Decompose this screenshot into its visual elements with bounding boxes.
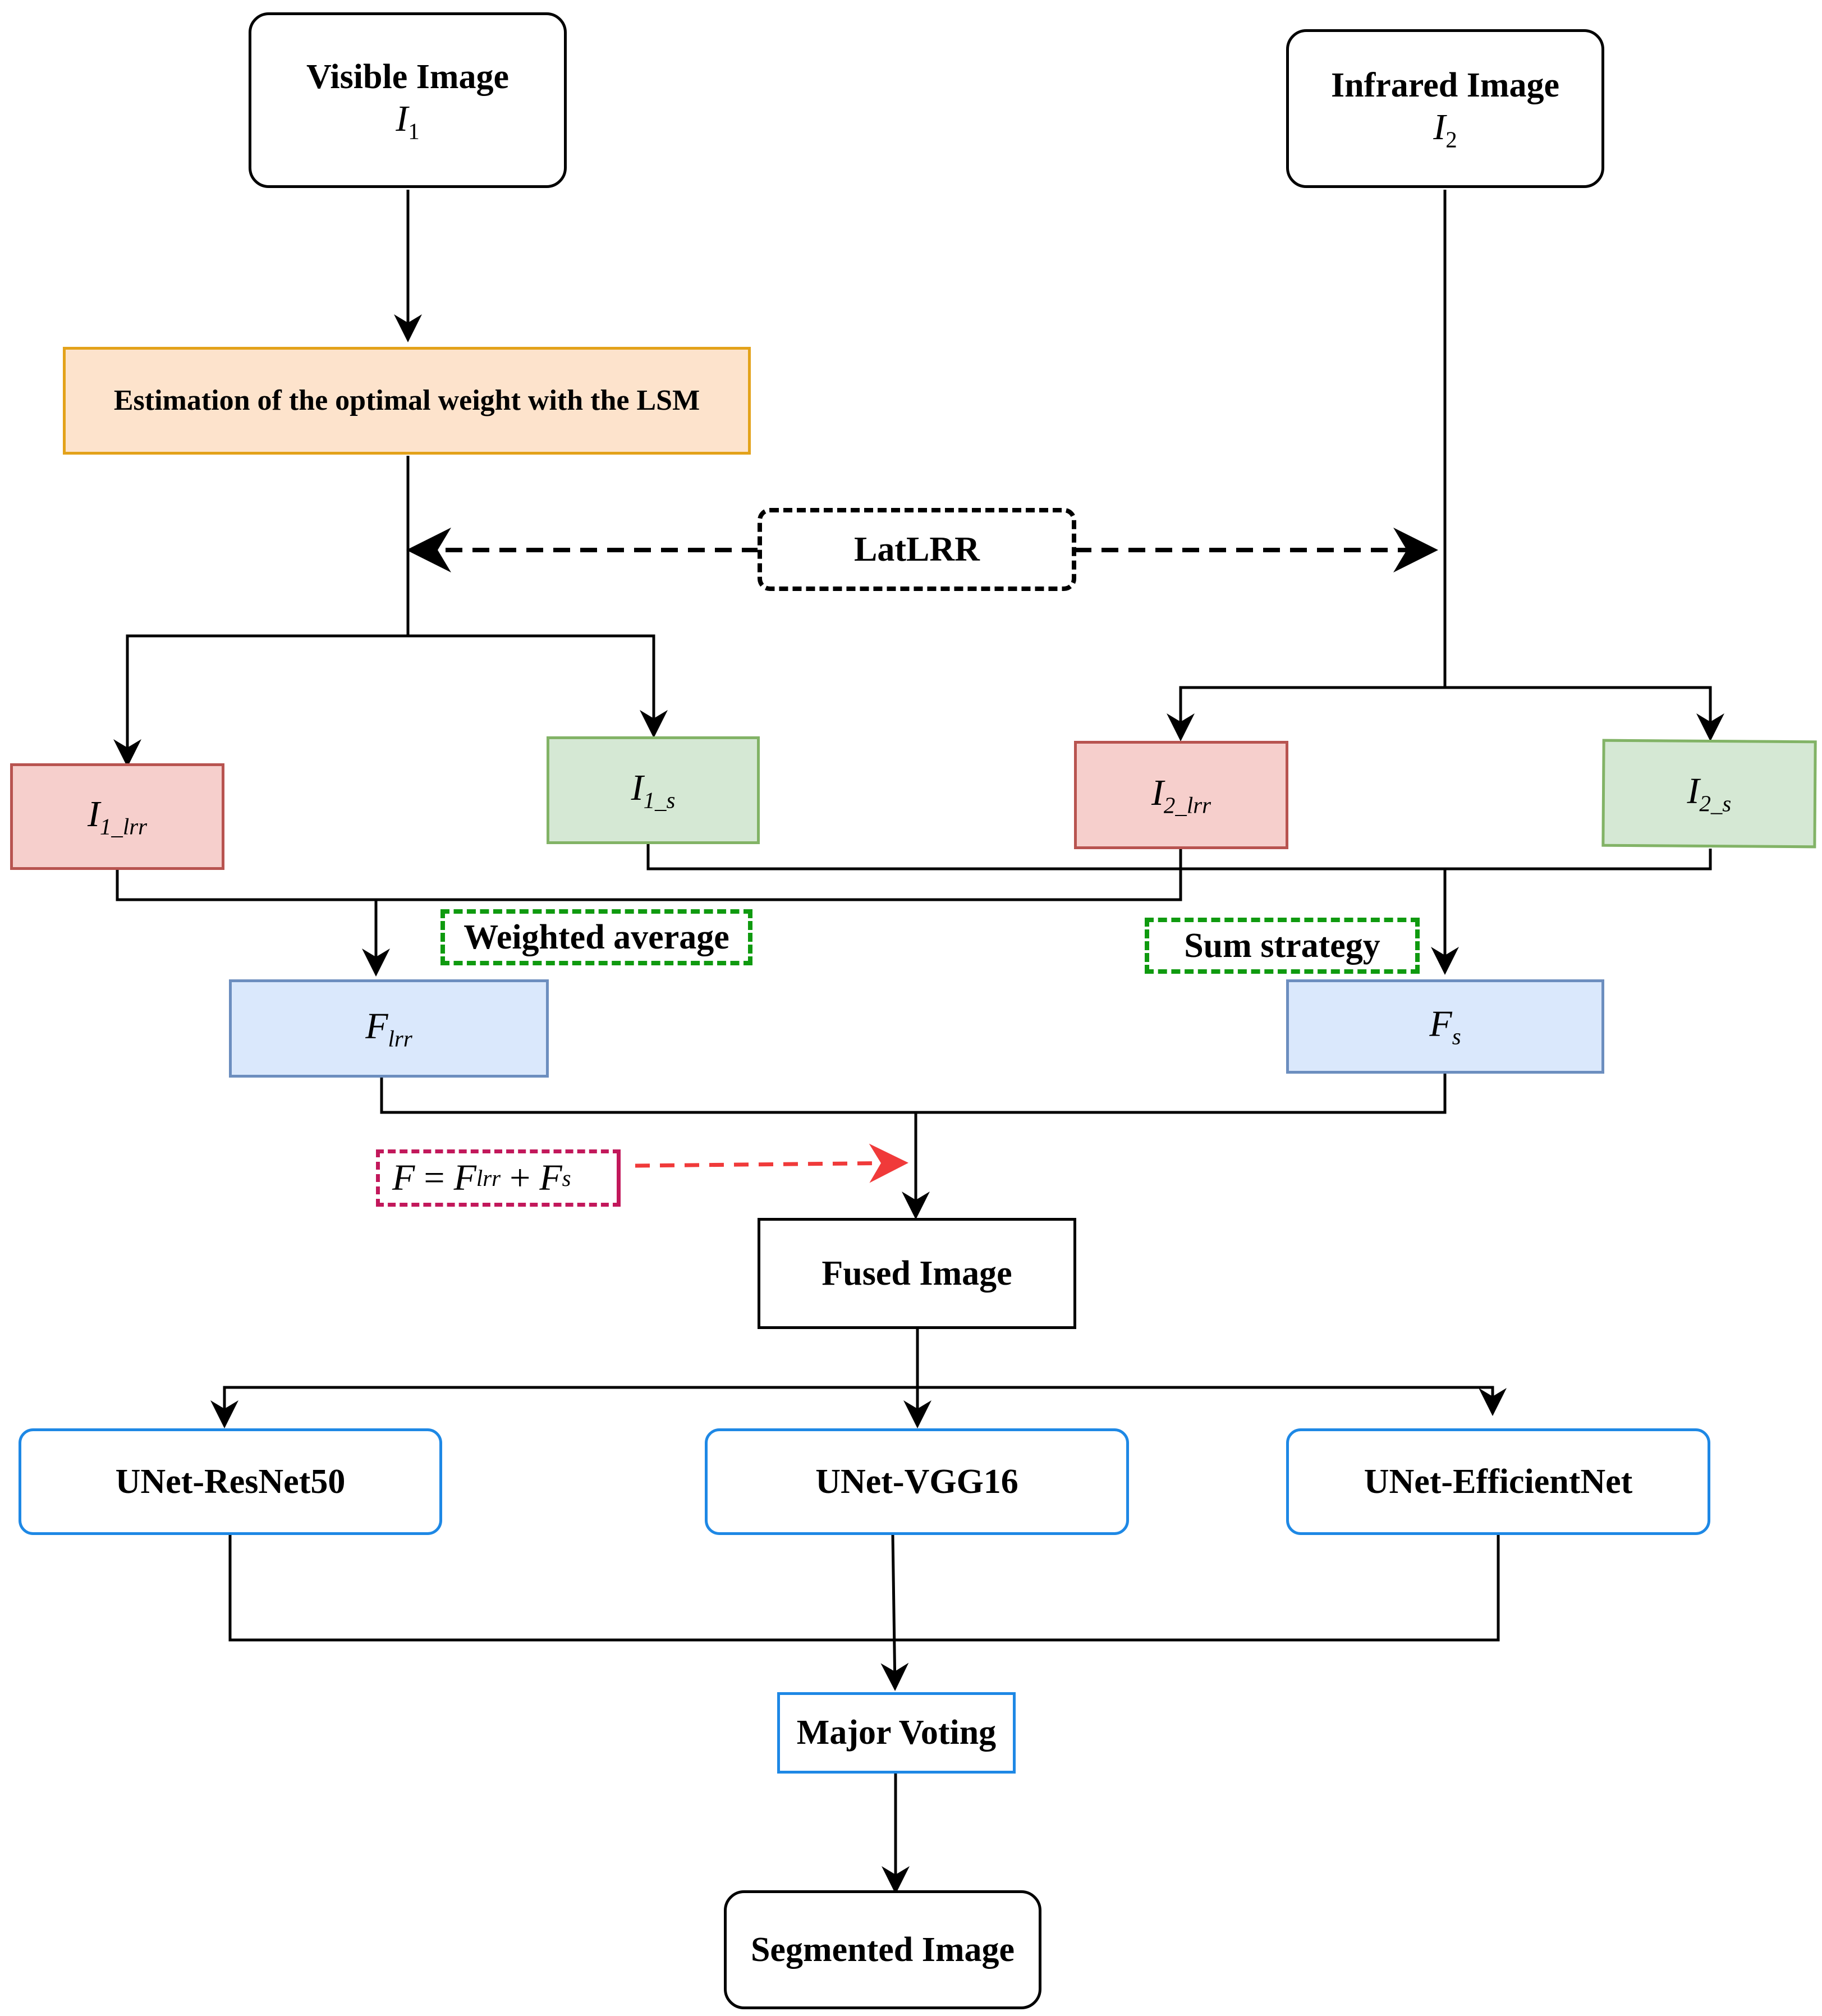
visible-image-symbol: I1 <box>396 98 420 144</box>
i2-s-symbol: I2_s <box>1687 771 1732 817</box>
fused-image-label: Fused Image <box>821 1254 1012 1293</box>
major-voting-label: Major Voting <box>796 1713 997 1752</box>
fused-image-node: Fused Image <box>758 1218 1076 1329</box>
lsm-node: Estimation of the optimal weight with th… <box>63 347 751 455</box>
unet-vgg16-node: UNet-VGG16 <box>705 1428 1129 1535</box>
f-s-node: Fs <box>1286 979 1604 1074</box>
i2-lrr-node: I2_lrr <box>1074 741 1288 849</box>
i2-s-node: I2_s <box>1601 739 1817 849</box>
unet-efficientnet-label: UNet-EfficientNet <box>1364 1462 1633 1501</box>
arrow-to-resnet <box>210 1386 917 1428</box>
segmented-image-node: Segmented Image <box>724 1890 1041 2009</box>
visible-image-node: Visible Image I1 <box>249 12 567 188</box>
infrared-image-label: Infrared Image <box>1331 66 1559 104</box>
arrow-to-i1-lrr <box>113 634 408 767</box>
line-fparts-merge <box>380 1073 1447 1114</box>
visible-image-label: Visible Image <box>306 57 510 96</box>
lsm-label: Estimation of the optimal weight with th… <box>113 384 700 416</box>
arrow-to-i1-s <box>408 634 668 738</box>
infrared-image-node: Infrared Image I2 <box>1286 29 1604 188</box>
unet-vgg16-label: UNet-VGG16 <box>815 1462 1018 1501</box>
unet-resnet50-label: UNet-ResNet50 <box>115 1462 346 1501</box>
arrow-to-i2-s <box>1445 686 1724 741</box>
segmented-image-label: Segmented Image <box>750 1930 1015 1969</box>
f-lrr-node: Flrr <box>229 979 549 1078</box>
arrow-to-i2-lrr <box>1167 686 1445 741</box>
i1-s-symbol: I1_s <box>631 767 676 813</box>
line-models-to-voting <box>228 1535 1500 1642</box>
unet-efficientnet-node: UNet-EfficientNet <box>1286 1428 1710 1535</box>
latlrr-node: LatLRR <box>758 508 1076 591</box>
formula-arrow <box>635 1143 908 1183</box>
latlrr-label: LatLRR <box>854 530 980 569</box>
unet-resnet50-node: UNet-ResNet50 <box>19 1428 442 1535</box>
major-voting-node: Major Voting <box>777 1692 1016 1774</box>
line-i1s-to-fs <box>646 844 1712 870</box>
arrow-to-efficient <box>917 1386 1507 1416</box>
i1-lrr-node: I1_lrr <box>10 763 224 870</box>
arrow-vgg-to-voting <box>880 1534 909 1691</box>
i1-lrr-symbol: I1_lrr <box>87 794 148 840</box>
weighted-average-tag: Weighted average <box>440 909 752 965</box>
sum-strategy-tag: Sum strategy <box>1145 918 1420 974</box>
f-lrr-symbol: Flrr <box>365 1005 412 1052</box>
infrared-image-symbol: I2 <box>1433 107 1457 153</box>
f-s-symbol: Fs <box>1429 1004 1461 1050</box>
i2-lrr-symbol: I2_lrr <box>1151 772 1211 818</box>
i1-s-node: I1_s <box>547 736 760 844</box>
line-i1lrr-to-flrr <box>116 849 1182 901</box>
